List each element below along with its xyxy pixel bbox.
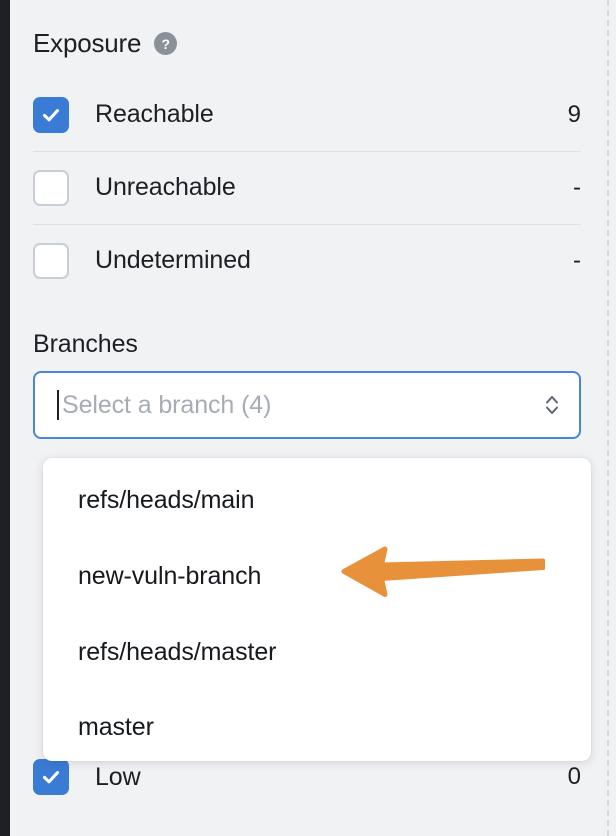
exposure-label-unreachable: Unreachable xyxy=(95,173,236,201)
checkbox-reachable[interactable] xyxy=(33,96,69,133)
panel-resize-handle[interactable] xyxy=(607,0,609,836)
exposure-row-reachable[interactable]: Reachable 9 xyxy=(33,78,581,151)
severity-count-low: 0 xyxy=(567,763,581,790)
exposure-count-undetermined: - xyxy=(573,246,581,274)
severity-label-low: Low xyxy=(95,762,141,791)
panel-edge xyxy=(604,0,605,836)
branch-option-refs-heads-master[interactable]: refs/heads/master xyxy=(78,638,277,666)
exposure-section-header: Exposure ? xyxy=(33,28,178,59)
exposure-row-undetermined[interactable]: Undetermined - xyxy=(33,224,581,297)
branch-select-placeholder: Select a branch (4) xyxy=(62,390,272,419)
branch-option-new-vuln-branch[interactable]: new-vuln-branch xyxy=(78,562,262,590)
exposure-row-unreachable[interactable]: Unreachable - xyxy=(33,151,581,224)
chevron-up-down-glyph xyxy=(546,396,558,414)
chevron-up-down-icon[interactable] xyxy=(543,391,561,419)
branch-option-refs-heads-main[interactable]: refs/heads/main xyxy=(78,486,255,514)
exposure-label-undetermined: Undetermined xyxy=(95,246,251,274)
text-caret xyxy=(57,390,59,420)
checkbox-low[interactable] xyxy=(33,759,69,795)
filter-panel: Exposure ? Reachable 9 Unreachable - xyxy=(10,0,604,836)
severity-row-low[interactable]: Low 0 xyxy=(33,752,581,802)
branch-dropdown-menu: refs/heads/main new-vuln-branch refs/hea… xyxy=(43,458,591,761)
check-icon xyxy=(42,108,60,121)
app-rail xyxy=(0,0,10,836)
check-icon xyxy=(42,771,60,784)
checkbox-unreachable[interactable] xyxy=(33,169,69,206)
exposure-count-reachable: 9 xyxy=(567,100,581,128)
exposure-label-reachable: Reachable xyxy=(95,100,214,128)
exposure-filter-list: Reachable 9 Unreachable - Undetermined - xyxy=(33,78,581,297)
exposure-title: Exposure xyxy=(33,28,142,58)
branches-label: Branches xyxy=(33,330,138,358)
branch-select-input[interactable]: Select a branch (4) xyxy=(33,371,581,439)
exposure-count-unreachable: - xyxy=(573,173,581,201)
question-mark-circle-icon[interactable]: ? xyxy=(154,32,178,55)
checkbox-undetermined[interactable] xyxy=(33,242,69,279)
branch-option-master[interactable]: master xyxy=(78,713,154,741)
